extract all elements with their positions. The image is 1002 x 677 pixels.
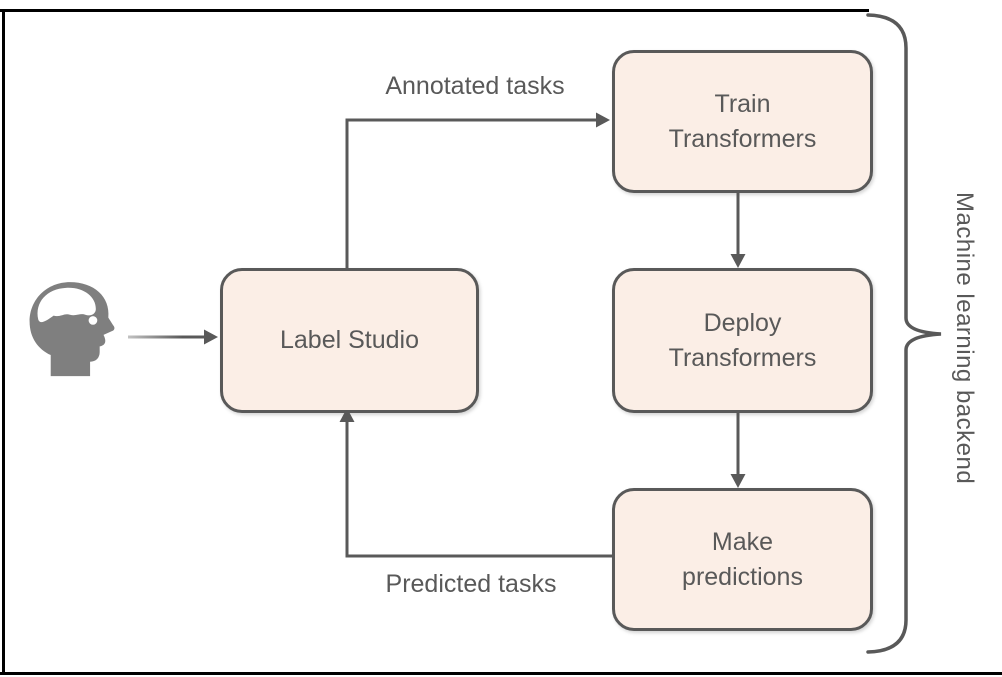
arrowhead-right-icon (204, 329, 218, 345)
edge-label-annotated-tasks: Annotated tasks (385, 72, 565, 100)
frame-border-left (2, 9, 5, 675)
node-label-studio: Label Studio (220, 268, 479, 413)
edge-label-predicted-tasks: Predicted tasks (385, 570, 557, 598)
frame-border-top (0, 9, 869, 12)
arrowhead-up-icon (339, 408, 355, 422)
node-train-transformers: Train Transformers (612, 50, 873, 193)
arrowhead-down-icon (730, 474, 746, 488)
node-make-predictions: Make predictions (612, 488, 873, 631)
node-label: Label Studio (279, 326, 419, 354)
curly-brace-icon (866, 13, 942, 654)
node-label: Deploy Transformers (668, 308, 817, 372)
arrowhead-right-icon (596, 112, 610, 128)
arrowhead-down-icon (730, 254, 746, 268)
human-head-icon (29, 282, 115, 377)
node-label: Train Transformers (668, 89, 817, 153)
edge-annotated-tasks (345, 118, 596, 268)
brace-label-machine-learning-backend: Machine learning backend (951, 192, 978, 485)
node-label: Make predictions (682, 527, 803, 591)
edge-predicted-tasks (345, 422, 612, 558)
node-deploy-transformers: Deploy Transformers (612, 268, 873, 413)
frame-border-bottom (0, 672, 1002, 675)
